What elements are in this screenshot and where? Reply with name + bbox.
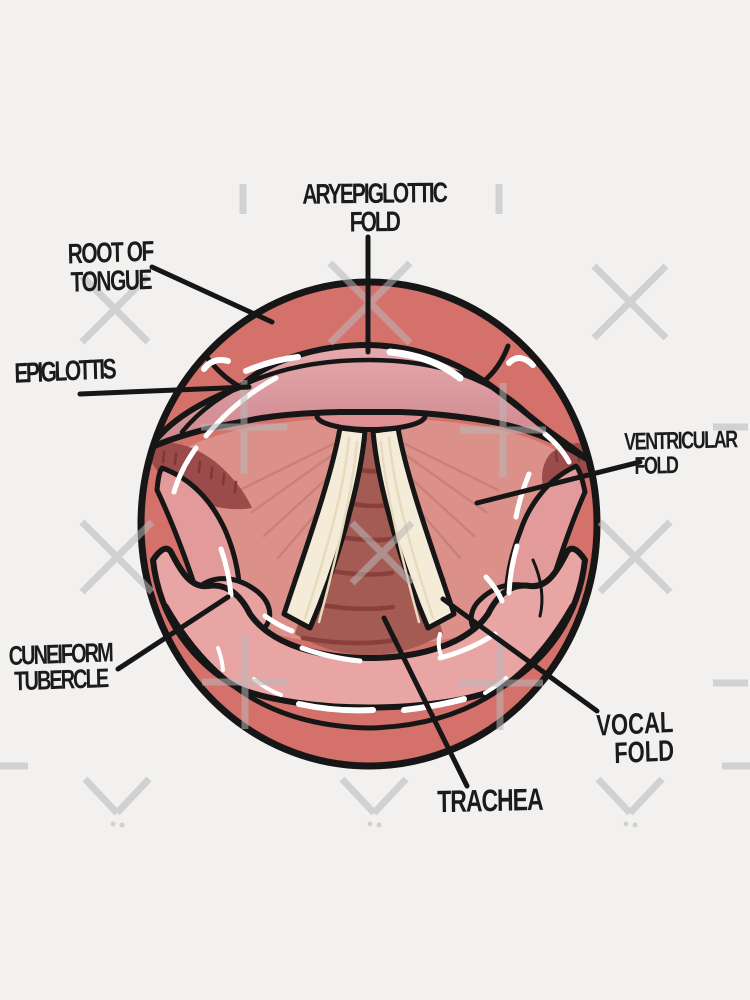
watermark-dots — [110, 821, 638, 828]
label-text: VENTRICULAR — [623, 425, 737, 456]
leader-line-cuneiform-tubercle — [115, 594, 231, 672]
label-text: TRACHEA — [436, 781, 543, 820]
leader-line-vocal-fold — [440, 596, 600, 714]
leader-line-trachea — [381, 615, 470, 789]
wedge-arc-right — [480, 343, 511, 385]
leader-line-root-of-tongue — [149, 264, 275, 325]
shadow-left — [144, 442, 252, 510]
watermark-plus-icon — [201, 380, 546, 730]
leader-line-epiglottis — [77, 384, 252, 397]
label-root-of-tongue: ROOT OF TONGUE — [56, 236, 165, 299]
collar-band — [150, 545, 588, 711]
label-text: TUBERCLE — [13, 664, 108, 698]
watermark-v-icon — [82, 776, 665, 816]
label-text: FOLD — [349, 206, 399, 239]
label-text: TONGUE — [70, 264, 152, 299]
label-ventricular-fold: VENTRICULAR FOLD — [623, 425, 750, 479]
vocal-fold-left — [281, 425, 368, 631]
fold-crease-right — [531, 558, 544, 618]
label-vocal-fold: VOCAL FOLD — [583, 705, 675, 770]
vocal-fold-right — [370, 425, 457, 631]
label-epiglottis: EPIGLOTTIS — [13, 353, 115, 390]
epiglottis-rim-line — [179, 357, 529, 435]
label-text: EPIGLOTTIS — [13, 353, 115, 390]
label-trachea: TRACHEA — [436, 781, 543, 820]
label-cuneiform-tubercle: CUNEIFORM TUBERCLE — [0, 638, 121, 698]
watermark-dash-icon — [0, 184, 750, 770]
label-text: ARYEPIGLOTTIC — [302, 177, 446, 211]
lower-ring-arc — [163, 603, 575, 731]
leader-line-ventricular-fold — [474, 459, 643, 506]
label-aryepiglottic-fold: ARYEPIGLOTTIC FOLD — [283, 177, 465, 239]
label-text: FOLD — [634, 450, 678, 479]
